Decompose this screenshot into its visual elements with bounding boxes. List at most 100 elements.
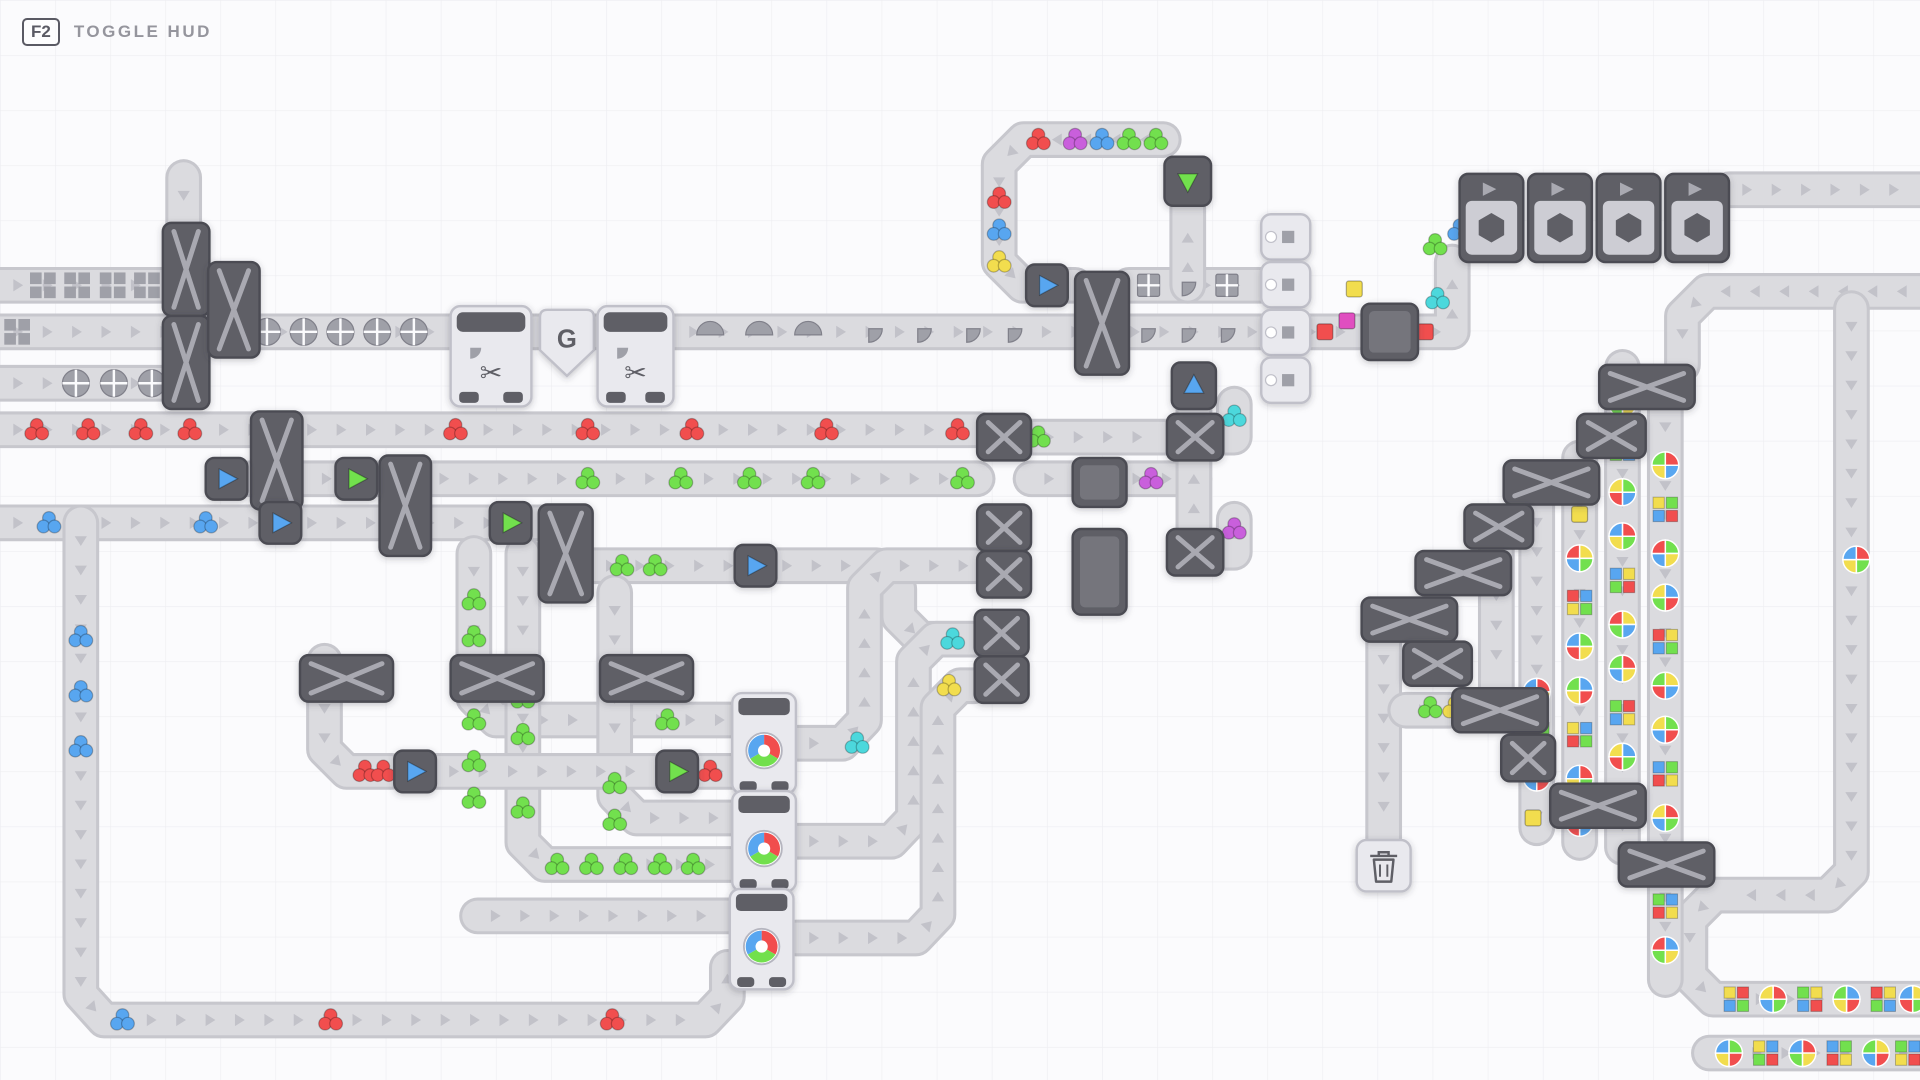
belt-arrow: [1377, 772, 1390, 783]
machine-processor[interactable]: [1360, 302, 1420, 362]
machine-balancer[interactable]: [1360, 596, 1459, 643]
cut-shape-icon: [470, 347, 482, 359]
item-shape-half: [794, 320, 823, 336]
machine-balancer[interactable]: [975, 503, 1033, 553]
machine-item-filter[interactable]: [1260, 308, 1312, 357]
item-color-cyan: [844, 731, 870, 754]
conveyor-belt-trash-col[interactable]: [1365, 623, 1403, 859]
machine-balancer[interactable]: [1402, 640, 1474, 687]
machine-balancer[interactable]: [975, 549, 1033, 599]
machine-item-filter[interactable]: [1260, 260, 1312, 309]
belt-arrow: [777, 423, 788, 436]
machine-belt-tunnel[interactable]: [258, 500, 303, 545]
belt-arrow: [1161, 472, 1172, 485]
machine-cutter[interactable]: ✂: [596, 304, 675, 408]
machine-item-filter[interactable]: [1260, 213, 1312, 261]
machine-balancer[interactable]: [1575, 412, 1647, 460]
machine-balancer[interactable]: [1414, 549, 1513, 597]
belt-arrow: [1041, 325, 1052, 338]
machine-balancer[interactable]: [161, 221, 211, 318]
balancer-cross-icon: [259, 417, 294, 504]
belt-arrow: [366, 423, 376, 436]
item-color-cyan: [1425, 286, 1451, 310]
machine-processor[interactable]: [1071, 527, 1128, 616]
belt-arrow: [858, 696, 871, 707]
machine-belt-tunnel[interactable]: [655, 749, 700, 794]
machine-belt-tunnel[interactable]: [1024, 263, 1069, 308]
machine-balancer[interactable]: [1463, 503, 1535, 550]
conveyor-belt-row-top-left[interactable]: [0, 266, 185, 304]
machine-trash[interactable]: [1355, 838, 1412, 893]
belt-arrow: [1889, 183, 1900, 196]
item-painted-circle: [1608, 522, 1637, 551]
machine-balancer[interactable]: [1548, 782, 1647, 829]
belt-arrow: [601, 423, 611, 436]
conveyor-belt-feeder-stub[interactable]: [165, 159, 203, 242]
machine-balancer[interactable]: [973, 655, 1030, 705]
item-painted-circle: [1651, 671, 1680, 700]
machine-belt-tunnel[interactable]: [204, 456, 249, 501]
belt-arrow: [1446, 279, 1459, 290]
machine-stacker-painter[interactable]: [1526, 172, 1594, 264]
conveyor-belt-mix3-row[interactable]: [459, 897, 751, 935]
machine-processor[interactable]: [1071, 456, 1128, 509]
machine-balancer[interactable]: [1502, 459, 1601, 506]
conveyor-belt-back-row[interactable]: [1664, 273, 1920, 384]
machine-balancer[interactable]: [161, 314, 211, 411]
machine-color-mixer[interactable]: [731, 691, 798, 795]
belt-arrow: [74, 918, 87, 929]
belt-arrow: [1530, 547, 1543, 558]
machine-item-filter[interactable]: [1260, 356, 1312, 405]
belt-arrow: [160, 423, 171, 436]
belt-arrow: [608, 605, 621, 616]
machine-balancer[interactable]: [449, 653, 545, 703]
machine-color-mixer[interactable]: [728, 887, 795, 991]
machine-balancer[interactable]: [598, 653, 695, 703]
machine-hub-badge[interactable]: G: [538, 308, 596, 378]
conveyor-belt-stacker-out[interactable]: [1710, 171, 1920, 209]
belt-arrow: [1845, 674, 1858, 685]
machine-balancer[interactable]: [1617, 841, 1716, 888]
item-color-red: [697, 759, 723, 783]
machine-balancer[interactable]: [378, 454, 433, 558]
machine-belt-tunnel[interactable]: [1170, 361, 1218, 411]
machine-balancer[interactable]: [1451, 686, 1549, 734]
machine-balancer[interactable]: [1073, 270, 1131, 376]
machine-stacker-painter[interactable]: [1595, 172, 1662, 264]
conveyor-belt-tall-right[interactable]: [1671, 290, 1920, 1018]
item-color-green: [668, 466, 694, 490]
machine-balancer[interactable]: [249, 410, 304, 511]
machine-balancer[interactable]: [298, 653, 395, 703]
machine-balancer[interactable]: [206, 260, 261, 359]
item-painted-square: [1652, 893, 1679, 919]
conveyor-belt-red-row-out[interactable]: [1012, 418, 1186, 456]
machine-cutter[interactable]: ✂: [449, 304, 533, 408]
cut-shape-icon: [617, 347, 629, 359]
machine-balancer[interactable]: [1500, 733, 1557, 783]
machine-balancer[interactable]: [1165, 527, 1225, 577]
machine-color-mixer[interactable]: [731, 789, 798, 893]
machine-balancer[interactable]: [975, 412, 1033, 462]
item-shape-half: [745, 320, 774, 336]
machine-balancer[interactable]: [1165, 412, 1225, 462]
machine-belt-tunnel[interactable]: [393, 749, 438, 794]
machine-balancer[interactable]: [973, 608, 1030, 658]
item-painted-circle: [1788, 1038, 1817, 1068]
conveyor-belt-mix-out-3[interactable]: [777, 667, 994, 957]
conveyor-belt-loop-right-up[interactable]: [1169, 189, 1207, 304]
tunnel-arrow-icon: [272, 512, 293, 534]
belt-arrow: [516, 566, 529, 577]
machine-belt-tunnel[interactable]: [1163, 155, 1213, 207]
belt-arrow: [637, 909, 648, 923]
machine-stacker-painter[interactable]: [1458, 172, 1525, 264]
machine-belt-tunnel[interactable]: [488, 500, 533, 545]
machine-belt-tunnel[interactable]: [733, 543, 778, 588]
item-shape-square: [1136, 273, 1161, 297]
machine-balancer[interactable]: [1597, 363, 1696, 411]
belt-arrow: [1659, 657, 1672, 668]
machine-balancer[interactable]: [537, 503, 594, 604]
machine-belt-tunnel[interactable]: [334, 456, 379, 501]
machine-stacker-painter[interactable]: [1664, 172, 1731, 264]
